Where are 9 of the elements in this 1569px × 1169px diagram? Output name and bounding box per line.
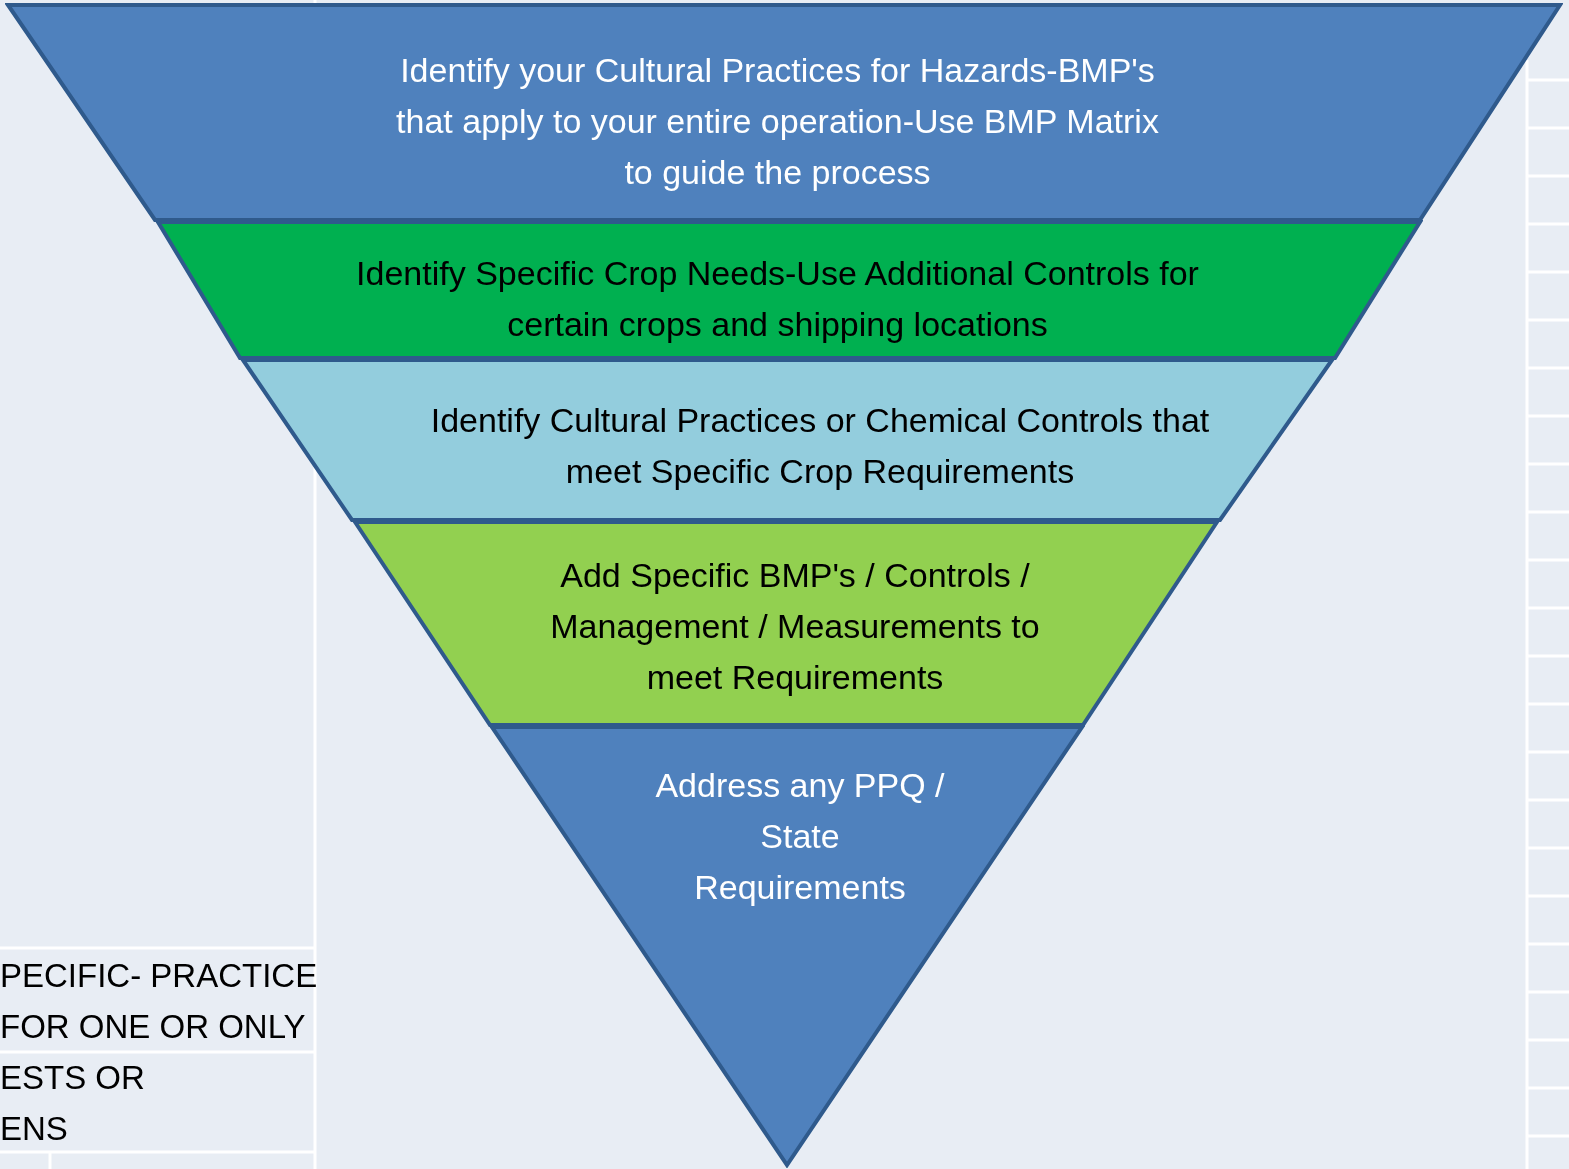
band-text: Identify Cultural Practices or Chemical Controls that meet Specific Crop Requirements (429, 400, 1211, 492)
table-text: FOR ONE OR ONLY (0, 1007, 306, 1047)
band-text: Identify your Cultural Practices for Hazards-BMP's that apply to your entire operation-Use BMP Matrix to guide the process (395, 50, 1160, 193)
table-text: ENS (0, 1109, 68, 1149)
band-text: Identify Specific Crop Needs-Use Additional Controls for certain crops and shipping locations (355, 253, 1200, 345)
band-text: Address any PPQ / State Requirements (654, 765, 946, 908)
band-text: Add Specific BMP's / Controls / Management / Measurements to meet Requirements (549, 555, 1041, 698)
table-text: PECIFIC- PRACTICE (0, 956, 318, 996)
table-text: ESTS OR (0, 1058, 145, 1098)
